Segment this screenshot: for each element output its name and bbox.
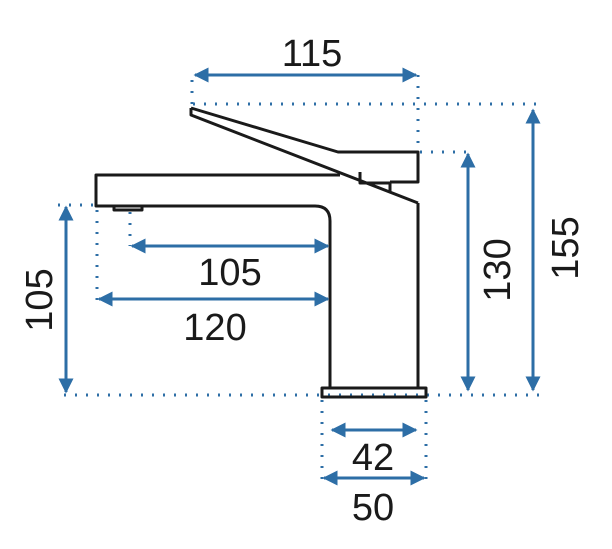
faucet-outline [94,106,428,399]
dimension-labels: 115 155 130 105 105 120 42 50 [19,33,587,529]
aerator [112,204,144,212]
base [320,386,428,399]
label-body-width: 42 [352,437,394,479]
spout-and-body [94,173,420,388]
label-spout-reach: 120 [183,307,246,349]
label-spout-inner-reach: 105 [198,252,261,294]
label-base-width: 50 [352,487,394,529]
label-handle-reach: 115 [282,33,343,75]
extension-lines [58,75,545,488]
label-spout-height: 105 [19,268,61,331]
handle [189,106,420,205]
label-total-height: 155 [545,216,587,279]
dimension-arrows [58,67,541,486]
label-body-height: 130 [477,238,519,301]
cartridge-lines [358,172,392,193]
